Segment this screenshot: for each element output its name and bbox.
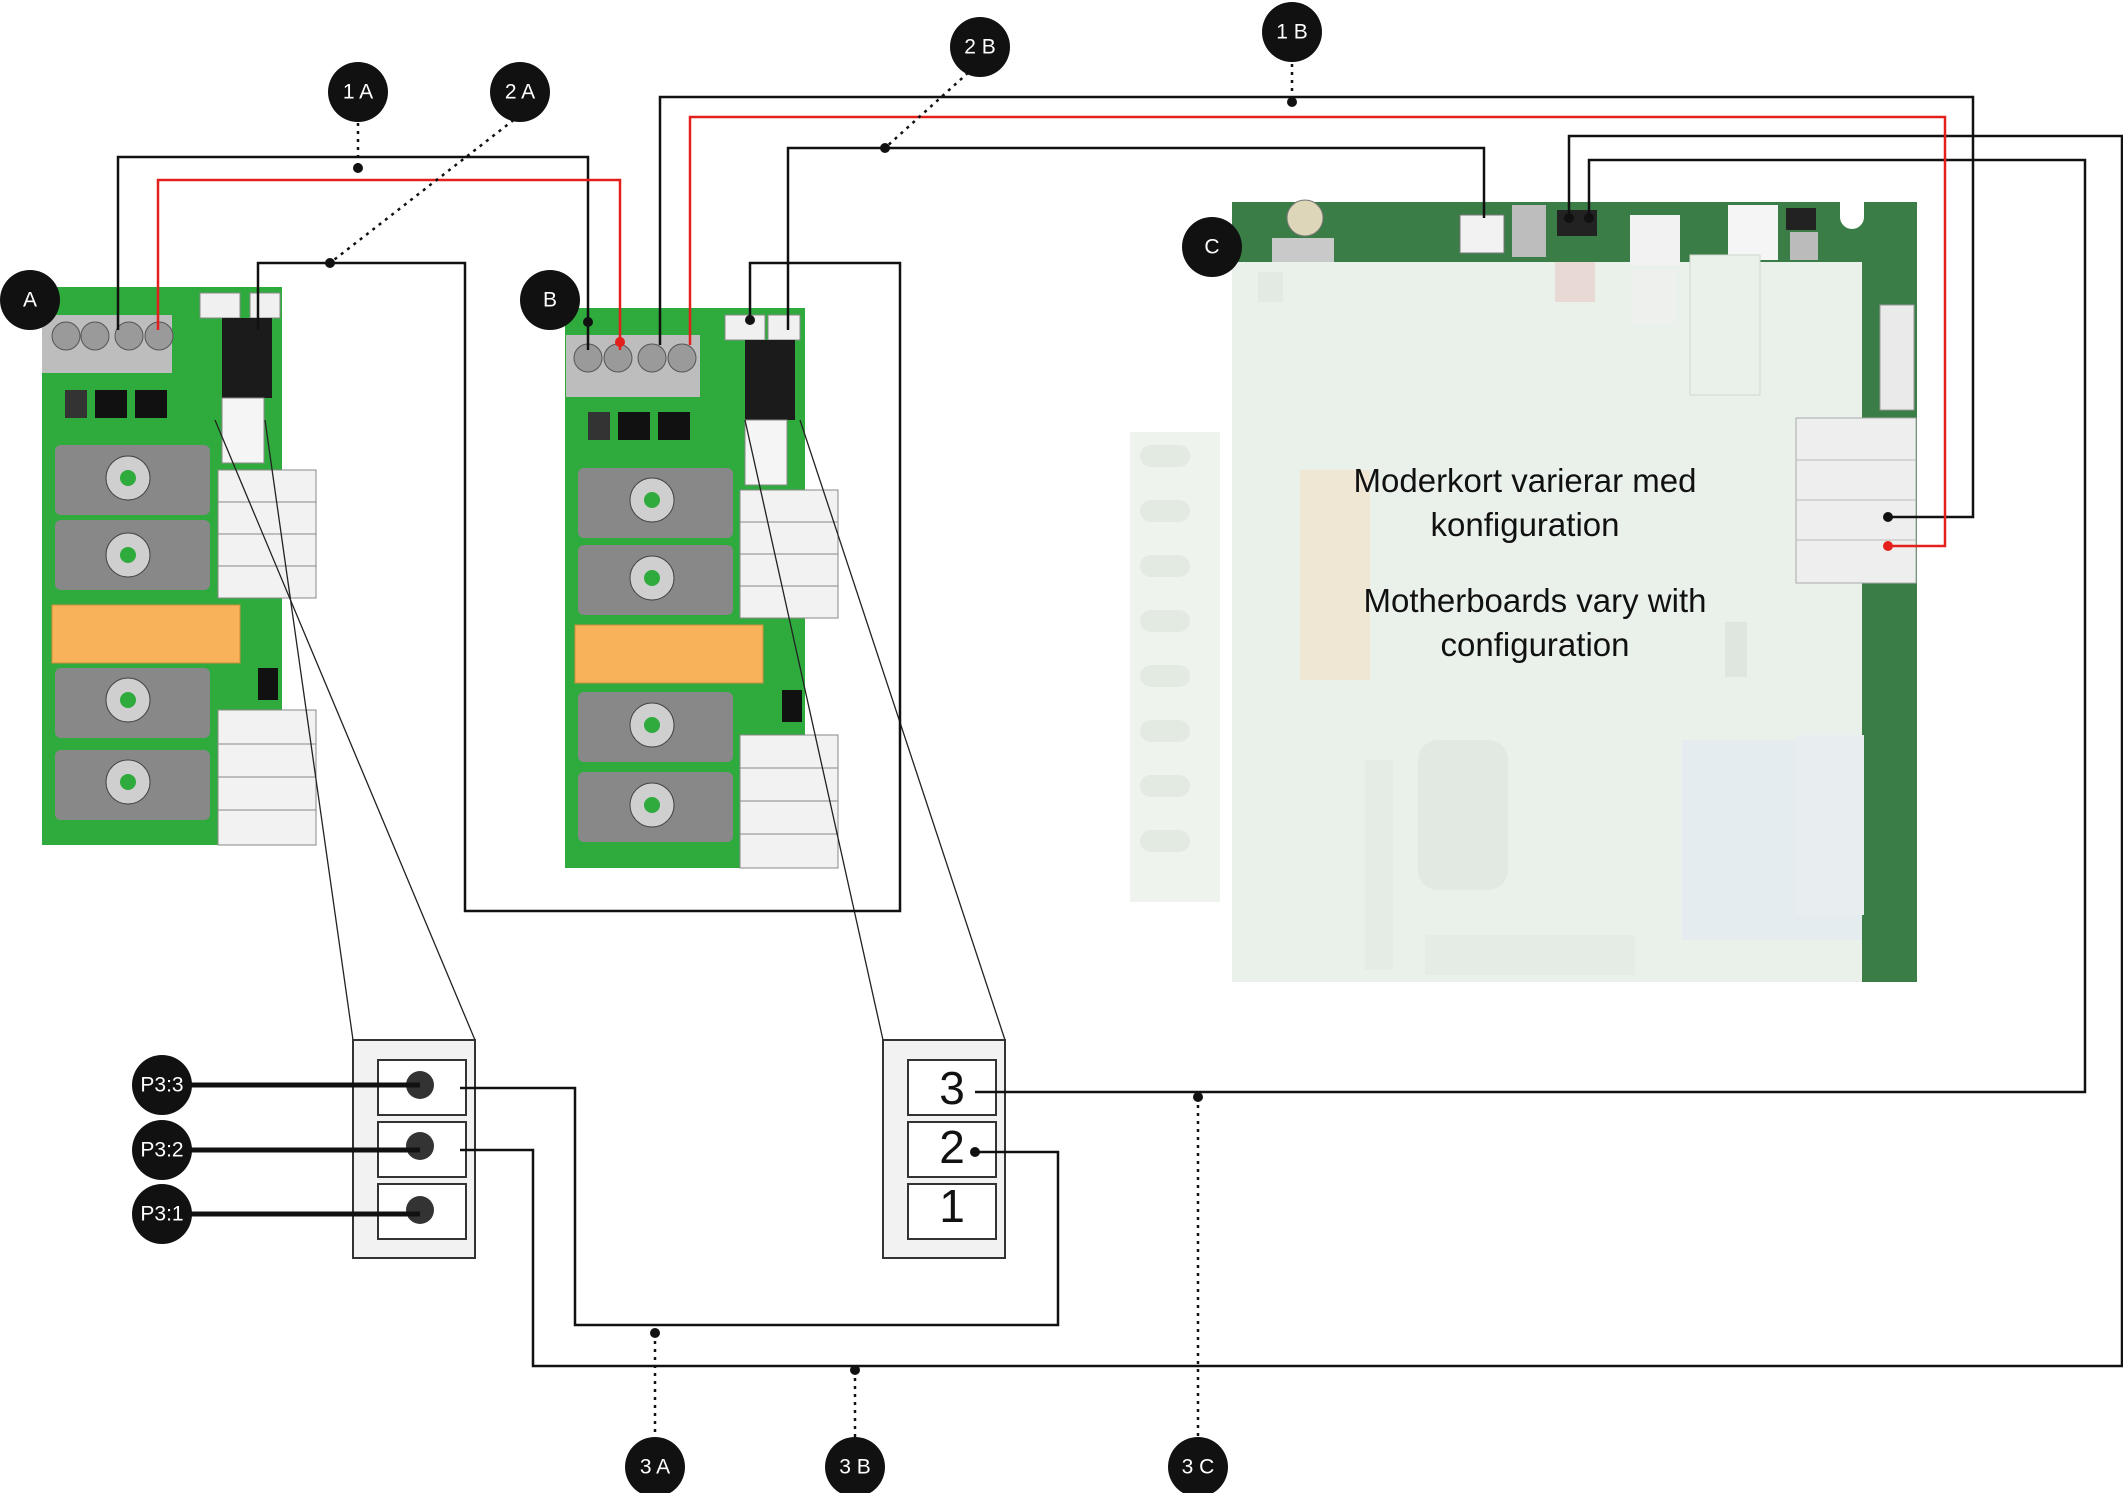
wire-3c <box>975 158 2087 1094</box>
svg-text:1 B: 1 B <box>1276 21 1308 44</box>
callouts: A B C 1 A 2 A 2 B 1 B 3 A <box>0 2 1322 1493</box>
wire-2b <box>786 146 1486 330</box>
svg-text:P3:2: P3:2 <box>140 1139 183 1162</box>
leader-dots <box>325 97 1297 1375</box>
board-a-header <box>222 318 272 398</box>
connector-b: 3 2 1 <box>882 1039 1006 1259</box>
note-en-line2: configuration <box>1441 626 1630 663</box>
motherboard-terminal-lower <box>1796 735 1864 915</box>
svg-text:2 B: 2 B <box>964 36 996 59</box>
connector-pin-2: 2 <box>939 1121 965 1173</box>
svg-text:3 A: 3 A <box>640 1456 670 1479</box>
board-a-small-connector <box>199 292 241 319</box>
svg-text:3 C: 3 C <box>1182 1456 1215 1479</box>
motherboard-notch <box>1840 202 1864 229</box>
note-sv-line1: Moderkort varierar med <box>1354 462 1697 499</box>
pin-label-p32: P3:2 <box>132 1120 192 1180</box>
motherboard-c <box>1130 199 1917 982</box>
callout-3c: 3 C <box>1168 1437 1228 1493</box>
callout-3b: 3 B <box>825 1437 885 1493</box>
motherboard-part <box>1630 215 1680 265</box>
board-a-relay <box>55 520 210 590</box>
board-b-relay <box>578 545 733 615</box>
motherboard-jumper <box>1786 208 1816 230</box>
wire-red-b <box>688 115 1947 548</box>
board-a <box>42 287 317 846</box>
svg-text:B: B <box>543 289 557 312</box>
board-a-jumper <box>258 668 278 700</box>
zoom-lines <box>214 419 1006 1041</box>
motherboard-part <box>1425 935 1635 975</box>
motherboard-pot <box>1790 232 1818 260</box>
motherboard-led <box>1286 199 1324 237</box>
motherboard-part <box>1512 205 1546 257</box>
board-b <box>565 308 839 869</box>
svg-text:A: A <box>23 289 37 312</box>
svg-text:P3:3: P3:3 <box>140 1074 183 1097</box>
wire-junctions <box>583 213 1893 1157</box>
svg-text:C: C <box>1204 236 1219 259</box>
motherboard-connector <box>1459 214 1505 254</box>
callout-1a: 1 A <box>328 62 388 122</box>
svg-text:2 A: 2 A <box>505 81 535 104</box>
callout-3a: 3 A <box>625 1437 685 1493</box>
board-b-jumper <box>782 690 802 722</box>
motherboard-part <box>1258 272 1283 302</box>
badge-board-b: B <box>520 270 580 330</box>
badge-board-a: A <box>0 270 60 330</box>
board-b-small-connector <box>724 314 766 341</box>
callout-1b: 1 B <box>1262 2 1322 62</box>
board-a-relay <box>55 750 210 820</box>
wire-3a <box>460 1086 1060 1327</box>
motherboard-terminal-block <box>1689 254 1761 396</box>
red-wires <box>156 115 1947 548</box>
board-a-orange-relay <box>51 604 241 664</box>
note-sv-line2: konfiguration <box>1431 506 1620 543</box>
pin-label-p31: P3:1 <box>132 1184 192 1244</box>
motherboard-part <box>1632 270 1677 325</box>
motherboard-part <box>1272 238 1334 262</box>
svg-text:1 A: 1 A <box>343 81 373 104</box>
motherboard-relay <box>1300 470 1370 680</box>
motherboard-part <box>1725 622 1747 677</box>
board-b-header <box>745 340 795 420</box>
board-b-relay <box>578 692 733 762</box>
wire-1a <box>116 155 590 350</box>
leader-lines <box>329 48 1294 1437</box>
motherboard-terminal <box>1728 205 1778 260</box>
motherboard-button <box>1555 262 1595 302</box>
callout-2b: 2 B <box>950 17 1010 77</box>
wire-3b <box>460 134 2123 1368</box>
wire-red-a <box>156 178 622 350</box>
board-a-relay <box>55 445 210 515</box>
svg-text:3 B: 3 B <box>839 1456 871 1479</box>
motherboard-side-connector <box>1879 304 1915 411</box>
motherboard-note: Moderkort varierar med konfiguration Mot… <box>1354 462 1707 663</box>
board-b-relay <box>578 772 733 842</box>
svg-text:P3:1: P3:1 <box>140 1203 183 1226</box>
note-en-line1: Motherboards vary with <box>1364 582 1707 619</box>
callout-2a: 2 A <box>490 62 550 122</box>
badge-board-c: C <box>1182 217 1242 277</box>
motherboard-part <box>1365 760 1393 970</box>
motherboard-capacitor <box>1418 740 1508 890</box>
board-b-relay <box>578 468 733 538</box>
connector-pin-1: 1 <box>939 1180 965 1232</box>
wire-2a <box>256 261 902 913</box>
connector-pin-3: 3 <box>939 1062 965 1114</box>
board-b-orange-relay <box>574 624 764 684</box>
board-a-relay <box>55 668 210 738</box>
pin-label-p33: P3:3 <box>132 1055 192 1115</box>
